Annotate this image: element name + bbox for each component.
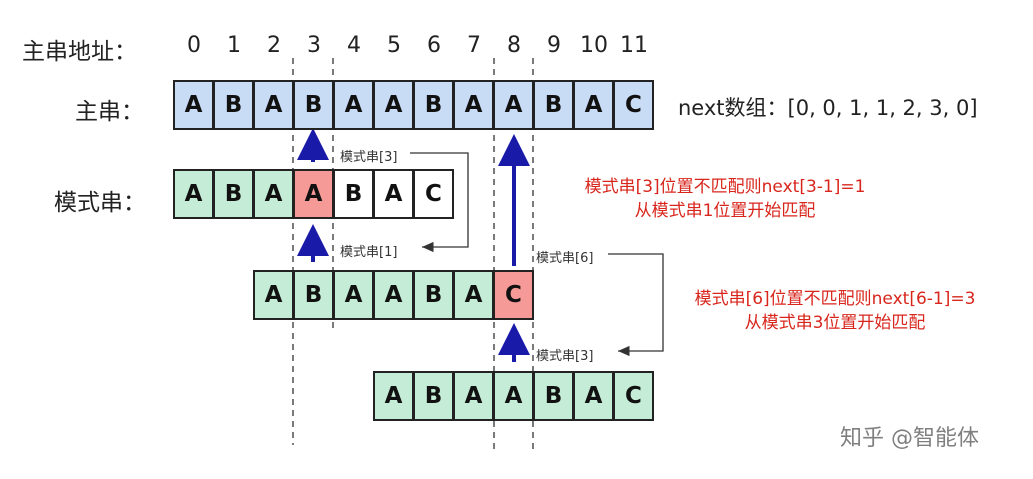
label-pattern-6: 模式串[6] [536,251,594,266]
pattern-cell: B [413,270,454,320]
address-label: 主串地址： [22,39,137,65]
main-string-cell: A [493,80,534,130]
main-string-cell: A [173,80,214,130]
next-array-text: next数组：[0, 0, 1, 1, 2, 3, 0] [678,96,978,120]
main-string-cell: A [333,80,374,130]
pattern-cell: A [373,270,414,320]
address-index: 2 [267,33,281,58]
main-string-cell: A [373,80,414,130]
main-string-cell: A [573,80,614,130]
address-index: 1 [227,33,241,58]
note-2: 模式串[6]位置不匹配则next[6-1]=3 从模式串3位置开始匹配 [670,287,1000,335]
note-1-line-1: 模式串[3]位置不匹配则next[3-1]=1 [584,177,866,197]
note-1: 模式串[3]位置不匹配则next[3-1]=1 从模式串1位置开始匹配 [560,175,890,223]
address-index: 6 [427,33,441,58]
pattern-cell: B [413,371,454,421]
address-index: 0 [187,33,201,58]
main-string-cell: B [293,80,334,130]
main-string-label: 主串： [75,99,144,125]
pattern-cell: A [453,270,494,320]
address-index: 11 [620,33,648,58]
label-pattern-3-top: 模式串[3] [340,150,398,165]
note-2-line-2: 从模式串3位置开始匹配 [744,313,926,333]
pattern-cell-mismatch: A [293,169,334,219]
watermark-logo: 知乎 @智能体 [840,426,979,451]
pattern-cell: C [413,169,454,219]
address-index: 8 [507,33,521,58]
pattern-cell: A [573,371,614,421]
label-pattern-1: 模式串[1] [340,245,398,260]
pattern-cell: A [333,270,374,320]
pattern-cell: A [253,270,294,320]
pattern-cell: A [453,371,494,421]
pattern-cell: B [333,169,374,219]
pattern-cell: B [293,270,334,320]
address-index: 10 [580,33,608,58]
bracket-arrow-1 [410,152,469,253]
pattern-cell: A [493,371,534,421]
pattern-cell: A [173,169,214,219]
pattern-string-label: 模式串： [54,190,146,216]
pattern-cell: A [373,169,414,219]
note-2-line-1: 模式串[6]位置不匹配则next[6-1]=3 [694,289,976,309]
address-index: 3 [307,33,321,58]
main-string-cell: B [533,80,574,130]
address-index: 4 [347,33,361,58]
address-index: 7 [467,33,481,58]
main-string-cell: A [253,80,294,130]
main-string-cell: A [453,80,494,130]
main-string-cell: C [613,80,654,130]
pattern-cell-mismatch: C [493,270,534,320]
label-pattern-3-bottom: 模式串[3] [536,349,594,364]
pattern-cell: B [213,169,254,219]
address-index: 9 [547,33,561,58]
note-1-line-2: 从模式串1位置开始匹配 [634,201,816,221]
pattern-cell: B [533,371,574,421]
main-string-cell: B [413,80,454,130]
address-index: 5 [387,33,401,58]
main-string-cell: B [213,80,254,130]
pattern-cell: A [253,169,294,219]
pattern-cell: C [613,371,654,421]
bracket-arrow-2 [608,253,664,357]
pattern-cell: A [373,371,414,421]
